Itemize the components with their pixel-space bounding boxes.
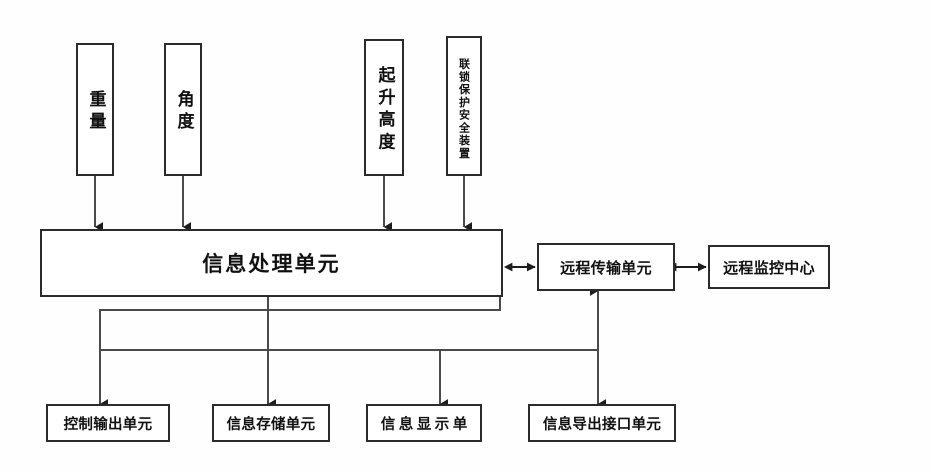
information-processing-unit-label: 信息处理单元 <box>202 252 341 276</box>
information-export-interface-unit-label: 信息导出接口单元 <box>542 416 662 433</box>
control-output-unit[interactable]: 控制输出单元 <box>46 404 170 442</box>
remote-monitoring-center-label: 远程监控中心 <box>723 258 815 277</box>
information-display-unit-label: 信息显示单 <box>380 416 471 433</box>
sensor-angle-label: 角度 <box>173 90 194 135</box>
sensor-weight-label: 重量 <box>85 90 106 135</box>
remote-monitoring-center[interactable]: 远程监控中心 <box>708 245 830 289</box>
remote-transmission-unit[interactable]: 远程传输单元 <box>537 243 675 291</box>
information-processing-unit[interactable]: 信息处理单元 <box>40 229 503 297</box>
sensor-weight[interactable]: 重量 <box>76 43 114 176</box>
information-storage-unit[interactable]: 信息存储单元 <box>212 404 330 442</box>
sensor-lifting-height[interactable]: 起升高度 <box>364 39 404 176</box>
remote-transmission-unit-label: 远程传输单元 <box>560 258 652 277</box>
information-export-interface-unit[interactable]: 信息导出接口单元 <box>528 404 676 442</box>
information-display-unit[interactable]: 信息显示单 <box>366 404 482 442</box>
information-storage-unit-label: 信息存储单元 <box>226 416 316 433</box>
control-output-unit-label: 控制输出单元 <box>63 416 153 433</box>
sensor-lifting-height-label: 起升高度 <box>374 66 395 155</box>
sensor-interlock-safety-device-label: 联锁保护安全装置 <box>457 57 471 161</box>
sensor-angle[interactable]: 角度 <box>164 43 202 176</box>
sensor-interlock-safety-device[interactable]: 联锁保护安全装置 <box>446 36 482 176</box>
